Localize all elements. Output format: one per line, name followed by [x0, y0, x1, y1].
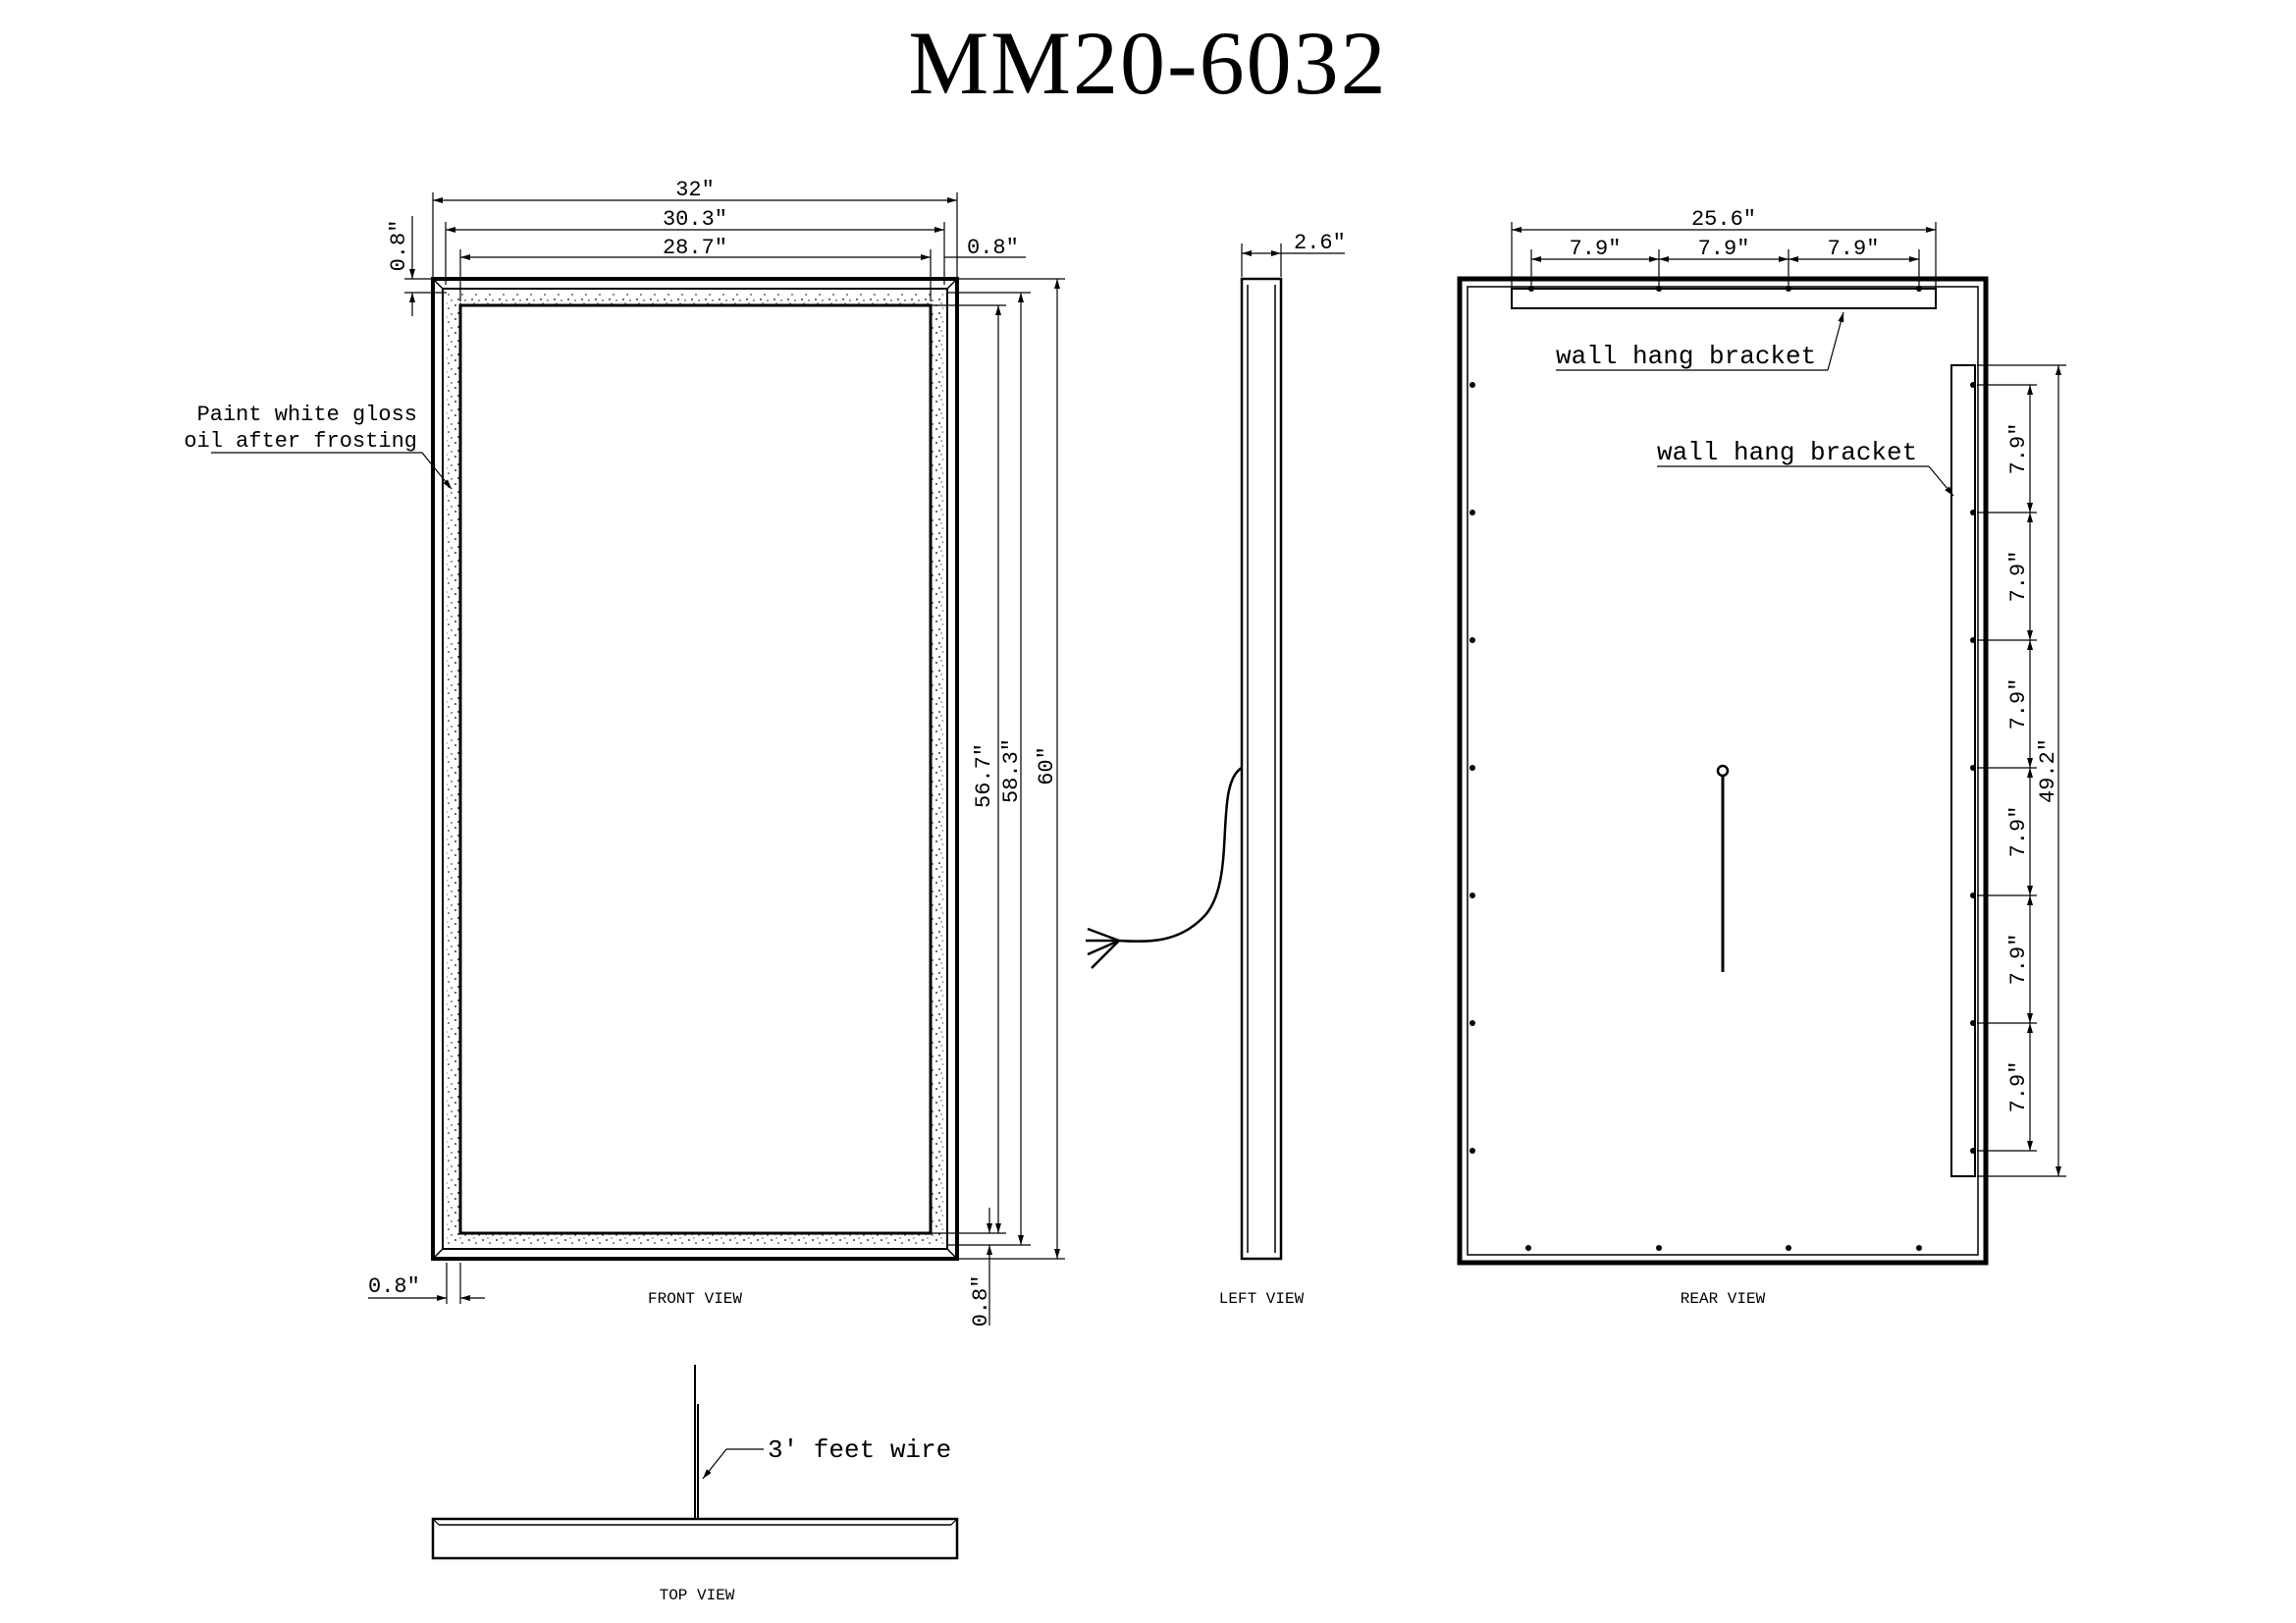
page-title: MM20-6032	[908, 13, 1388, 113]
left-view: 2.6″ LEFT VIEW	[1086, 231, 1346, 1308]
rear-view: 25.6″ 7.9″ 7.9″ 7.9″ wall hang bracket w…	[1457, 207, 2066, 1308]
dim-width-3: 28.7″	[663, 236, 727, 260]
dim-top-spacing-1: 7.9″	[1570, 237, 1622, 261]
note-bracket-top: wall hang bracket	[1556, 342, 1816, 371]
power-cable	[1086, 766, 1243, 969]
rear-cable-hole	[1716, 764, 1730, 778]
rear-frame	[1457, 276, 1989, 1266]
dim-border-top-left: 0.8″	[387, 220, 411, 272]
dim-side-spacing-1: 7.9″	[2006, 423, 2031, 475]
front-view: 32″ 30.3″ 28.7″ 0.8″ 0.8″ 0.8″	[184, 178, 1065, 1326]
dim-side-spacing-3: 7.9″	[2006, 678, 2031, 730]
dim-side-spacing-5: 7.9″	[2006, 934, 2031, 986]
dim-width-2: 30.3″	[663, 207, 727, 232]
note-frosting-line1: Paint white gloss	[197, 403, 417, 427]
rear-screws	[1469, 286, 1976, 1251]
dim-border-bottom-left: 0.8″	[368, 1274, 420, 1299]
rear-side-bracket	[1950, 364, 1976, 1177]
dim-bracket-width: 25.6″	[1691, 207, 1756, 232]
dim-height-1: 56.7″	[972, 743, 996, 808]
rear-view-label: REAR VIEW	[1681, 1290, 1766, 1308]
dim-top-spacing-3: 7.9″	[1828, 237, 1880, 261]
rear-top-bracket	[1511, 288, 1937, 309]
left-view-label: LEFT VIEW	[1219, 1290, 1305, 1308]
dim-overall-height: 60″	[1035, 746, 1059, 785]
dim-border-bottom-right: 0.8″	[969, 1275, 993, 1327]
dim-side-total: 49.2″	[2036, 738, 2060, 803]
dim-side-spacing-6: 7.9″	[2006, 1061, 2031, 1113]
dim-top-spacing-2: 7.9″	[1698, 237, 1750, 261]
mirror-glass	[458, 303, 933, 1235]
dim-border-top-right: 0.8″	[967, 236, 1019, 260]
dim-depth: 2.6″	[1294, 231, 1346, 255]
dim-side-spacing-4: 7.9″	[2006, 806, 2031, 858]
front-view-label: FRONT VIEW	[648, 1290, 742, 1308]
note-bracket-side: wall hang bracket	[1657, 438, 1917, 467]
note-frosting-line2: oil after frosting	[184, 429, 417, 454]
dim-side-spacing-2: 7.9″	[2006, 551, 2031, 603]
dim-height-2: 58.3″	[999, 738, 1024, 803]
note-wire: 3′ feet wire	[768, 1435, 951, 1465]
top-view-label: TOP VIEW	[660, 1587, 735, 1604]
frosted-border	[447, 293, 943, 1245]
front-outer-frame	[431, 277, 959, 1261]
front-inner-bevel	[442, 288, 948, 1250]
top-view: 3′ feet wire TOP VIEW	[431, 1365, 959, 1604]
dim-overall-width: 32″	[675, 178, 715, 202]
